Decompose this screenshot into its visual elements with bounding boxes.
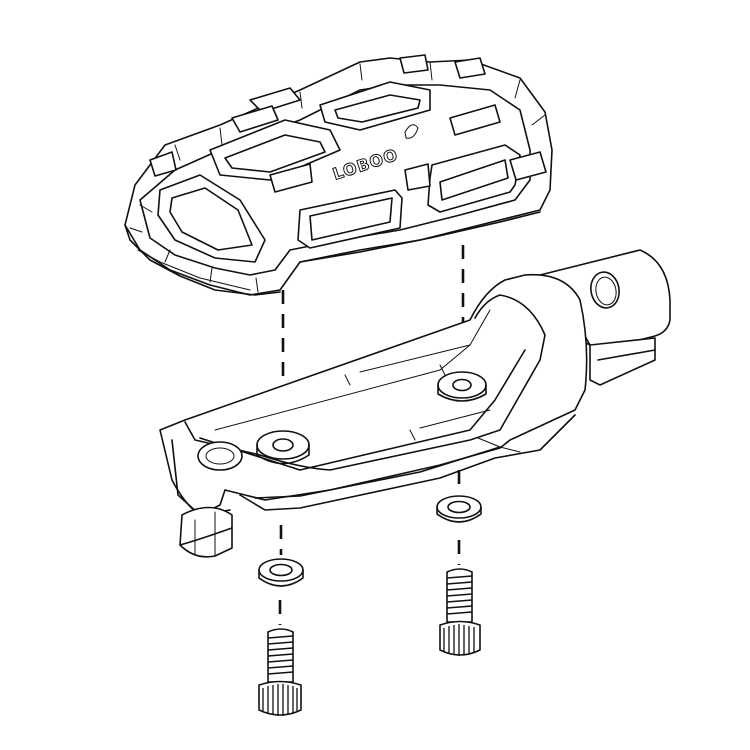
pad-cleat-8	[509, 151, 547, 181]
footpeg-body	[159, 249, 671, 558]
washer-right	[436, 495, 482, 523]
pad-cleat-7	[149, 151, 177, 177]
pad-cleat-1	[249, 87, 301, 113]
pad-cleat-9	[404, 163, 431, 191]
pad-pocket-front	[157, 174, 266, 263]
bolt-left-thread	[267, 635, 294, 675]
pad-cleat-6	[399, 54, 429, 74]
body-tip-recess	[197, 441, 243, 471]
pad-cleat-4	[269, 163, 313, 193]
pad-cleat-2	[231, 105, 279, 133]
pivot-lower-tab	[589, 337, 656, 386]
tip-slider	[179, 506, 233, 558]
pad-pocket-back	[427, 144, 521, 213]
bolt-right	[439, 568, 481, 656]
pad-pocket-mid-left	[209, 119, 341, 181]
bolt-left-knurl	[262, 684, 298, 716]
logo-flame-icon	[404, 124, 419, 139]
pad-pocket-mid-right	[319, 81, 431, 131]
bolt-right-knurl	[443, 624, 475, 656]
washer-left	[258, 558, 304, 587]
body-main	[159, 273, 588, 516]
bolt-left-head	[258, 680, 302, 716]
pad-cleat-5	[454, 57, 486, 79]
bolt-left	[258, 628, 302, 716]
pad-cleat-3	[449, 104, 501, 136]
footpeg-rubber-pad: LOBOO	[124, 54, 553, 296]
bolt-right-head	[439, 620, 481, 656]
pad-pocket-back-lower	[297, 189, 403, 249]
bolt-right-thread	[446, 575, 473, 615]
